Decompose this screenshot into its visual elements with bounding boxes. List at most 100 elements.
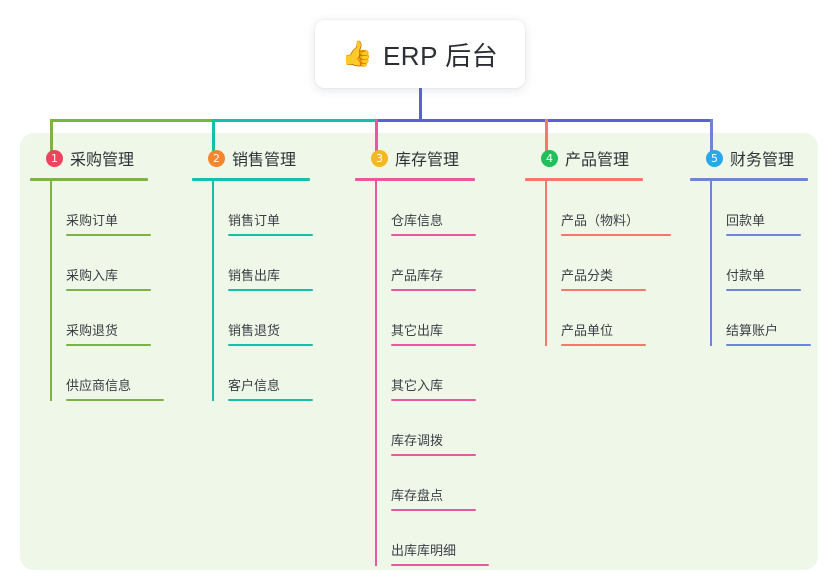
leaf-label: 产品单位 bbox=[561, 323, 614, 338]
leaf-node[interactable]: 供应商信息 bbox=[50, 346, 164, 401]
leaf-node[interactable]: 回款单 bbox=[710, 181, 811, 236]
thumbs-up-icon: 👍 bbox=[341, 39, 373, 68]
column-drop-3 bbox=[375, 119, 378, 152]
column-header-3[interactable]: 3 库存管理 bbox=[355, 146, 489, 170]
leaf-node[interactable]: 其它出库 bbox=[375, 291, 489, 346]
leaf-label: 仓库信息 bbox=[391, 213, 444, 228]
column-items-1: 采购订单采购入库采购退货供应商信息 bbox=[30, 181, 164, 401]
leaf-underline bbox=[228, 234, 313, 236]
leaf-underline bbox=[66, 399, 164, 401]
column-title-4: 产品管理 bbox=[565, 152, 630, 169]
column-3: 3 库存管理仓库信息产品库存其它出库其它入库库存调拨库存盘点出库库明细 bbox=[355, 146, 489, 566]
leaf-node[interactable]: 付款单 bbox=[710, 236, 811, 291]
column-title-3: 库存管理 bbox=[395, 152, 460, 169]
leaf-label: 销售退货 bbox=[228, 323, 281, 338]
trunk-segment-4 bbox=[545, 119, 713, 122]
column-1: 1 采购管理采购订单采购入库采购退货供应商信息 bbox=[30, 146, 164, 401]
leaf-node[interactable]: 出库库明细 bbox=[375, 511, 489, 566]
column-header-underline-2 bbox=[192, 178, 310, 181]
leaf-node[interactable]: 产品（物料） bbox=[545, 181, 671, 236]
leaf-node[interactable]: 库存盘点 bbox=[375, 456, 489, 511]
column-badge-3: 3 bbox=[371, 149, 388, 167]
column-items-2: 销售订单销售出库销售退货客户信息 bbox=[192, 181, 313, 401]
leaf-label: 库存盘点 bbox=[391, 488, 444, 503]
trunk-segment-3 bbox=[375, 119, 548, 122]
column-drop-1 bbox=[50, 119, 53, 152]
leaf-label: 其它出库 bbox=[391, 323, 444, 338]
leaf-underline bbox=[726, 234, 801, 236]
leaf-label: 客户信息 bbox=[228, 378, 281, 393]
root-node-card[interactable]: 👍 ERP 后台 bbox=[315, 20, 525, 88]
leaf-node[interactable]: 其它入库 bbox=[375, 346, 489, 401]
leaf-underline bbox=[726, 344, 811, 346]
leaf-node[interactable]: 销售出库 bbox=[212, 236, 313, 291]
trunk-segment-1 bbox=[50, 119, 215, 122]
leaf-node[interactable]: 销售订单 bbox=[212, 181, 313, 236]
leaf-underline bbox=[561, 234, 671, 236]
leaf-label: 出库库明细 bbox=[391, 543, 457, 558]
leaf-underline bbox=[66, 234, 151, 236]
leaf-label: 付款单 bbox=[726, 268, 766, 283]
leaf-node[interactable]: 结算账户 bbox=[710, 291, 811, 346]
leaf-underline bbox=[391, 289, 476, 291]
column-badge-1: 1 bbox=[46, 149, 63, 167]
leaf-underline bbox=[391, 564, 489, 566]
leaf-underline bbox=[391, 509, 476, 511]
column-items-3: 仓库信息产品库存其它出库其它入库库存调拨库存盘点出库库明细 bbox=[355, 181, 489, 566]
leaf-underline bbox=[391, 399, 476, 401]
trunk-segment-2 bbox=[212, 119, 378, 122]
column-badge-5: 5 bbox=[706, 149, 723, 167]
leaf-label: 产品库存 bbox=[391, 268, 444, 283]
column-drop-5 bbox=[710, 119, 713, 152]
leaf-underline bbox=[561, 289, 646, 291]
leaf-label: 产品（物料） bbox=[561, 213, 640, 228]
leaf-underline bbox=[228, 399, 313, 401]
leaf-node[interactable]: 销售退货 bbox=[212, 291, 313, 346]
column-drop-2 bbox=[212, 119, 215, 152]
leaf-underline bbox=[391, 454, 476, 456]
leaf-node[interactable]: 仓库信息 bbox=[375, 181, 489, 236]
leaf-node[interactable]: 采购订单 bbox=[50, 181, 164, 236]
column-title-5: 财务管理 bbox=[730, 152, 795, 169]
root-stem bbox=[419, 88, 422, 122]
leaf-label: 库存调拨 bbox=[391, 433, 444, 448]
column-header-5[interactable]: 5 财务管理 bbox=[690, 146, 811, 170]
column-5: 5 财务管理回款单付款单结算账户 bbox=[690, 146, 811, 346]
column-spine-1 bbox=[50, 181, 52, 401]
column-badge-2: 2 bbox=[208, 149, 225, 167]
leaf-node[interactable]: 产品分类 bbox=[545, 236, 671, 291]
column-header-underline-5 bbox=[690, 178, 808, 181]
leaf-underline bbox=[228, 344, 313, 346]
leaf-node[interactable]: 产品单位 bbox=[545, 291, 671, 346]
column-title-1: 采购管理 bbox=[70, 152, 135, 169]
column-spine-5 bbox=[710, 181, 712, 346]
column-header-1[interactable]: 1 采购管理 bbox=[30, 146, 164, 170]
leaf-node[interactable]: 采购入库 bbox=[50, 236, 164, 291]
leaf-underline bbox=[228, 289, 313, 291]
leaf-underline bbox=[561, 344, 646, 346]
leaf-node[interactable]: 库存调拨 bbox=[375, 401, 489, 456]
root-node-title: ERP 后台 bbox=[382, 40, 499, 71]
leaf-label: 销售出库 bbox=[228, 268, 281, 283]
column-header-underline-1 bbox=[30, 178, 148, 181]
column-drop-4 bbox=[545, 119, 548, 152]
leaf-underline bbox=[726, 289, 801, 291]
leaf-label: 回款单 bbox=[726, 213, 766, 228]
leaf-node[interactable]: 产品库存 bbox=[375, 236, 489, 291]
leaf-underline bbox=[66, 289, 151, 291]
column-spine-2 bbox=[212, 181, 214, 401]
leaf-underline bbox=[391, 234, 476, 236]
leaf-label: 结算账户 bbox=[726, 323, 779, 338]
leaf-node[interactable]: 客户信息 bbox=[212, 346, 313, 401]
leaf-node[interactable]: 采购退货 bbox=[50, 291, 164, 346]
leaf-underline bbox=[66, 344, 151, 346]
column-spine-4 bbox=[545, 181, 547, 346]
leaf-label: 采购退货 bbox=[66, 323, 119, 338]
leaf-underline bbox=[391, 344, 476, 346]
column-items-5: 回款单付款单结算账户 bbox=[690, 181, 811, 346]
column-spine-3 bbox=[375, 181, 377, 566]
column-header-underline-3 bbox=[355, 178, 475, 181]
leaf-label: 采购入库 bbox=[66, 268, 119, 283]
